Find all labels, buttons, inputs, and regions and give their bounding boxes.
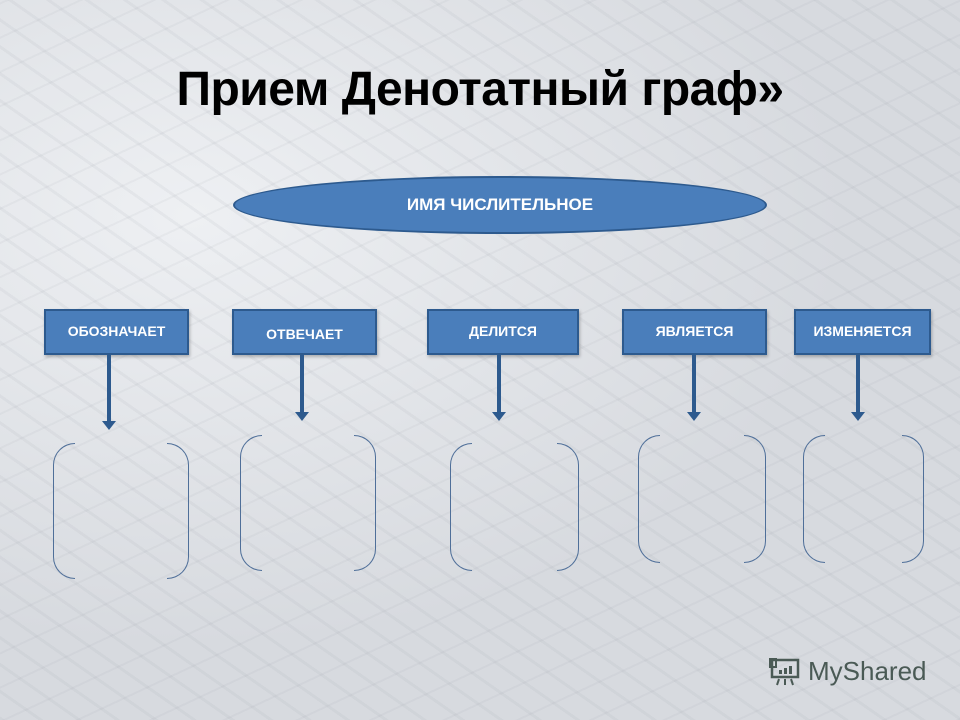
slide-title: Прием Денотатный граф» [176, 63, 784, 116]
arrow-down-icon [851, 355, 865, 421]
arrow-down-icon [295, 355, 309, 421]
watermark-logo: MyShared [768, 656, 927, 687]
root-node-ellipse: ИМЯ ЧИСЛИТЕЛЬНОЕ [233, 176, 767, 234]
arrow-down-icon [102, 355, 116, 430]
arrow-down-icon [687, 355, 701, 421]
arrow-down-icon [492, 355, 506, 421]
watermark-text: MyShared [808, 656, 927, 686]
branch-node-delitsya: ДЕЛИТСЯ [427, 309, 579, 355]
root-node-label: ИМЯ ЧИСЛИТЕЛЬНОЕ [406, 195, 594, 214]
answer-slot-bracket [638, 435, 766, 563]
answer-slot-bracket [803, 435, 924, 563]
branch-label: ДЕЛИТСЯ [469, 323, 537, 339]
answer-slot-bracket [240, 435, 376, 571]
branch-label: ЯВЛЯЕТСЯ [655, 323, 734, 339]
branch-node-izmenyaetsya: ИЗМЕНЯЕТСЯ [794, 309, 931, 355]
presentation-board-icon [769, 657, 800, 685]
branch-node-yavlyaetsya: ЯВЛЯЕТСЯ [622, 309, 767, 355]
answer-slot-bracket [450, 443, 579, 571]
branch-node-oboznachaet: ОБОЗНАЧАЕТ [44, 309, 189, 355]
branch-label: ИЗМЕНЯЕТСЯ [813, 323, 912, 339]
branch-label: ОБОЗНАЧАЕТ [67, 323, 166, 339]
branch-label: ОТВЕЧАЕТ [266, 326, 343, 342]
answer-slot-bracket [53, 443, 189, 579]
branch-node-otvechaet: ОТВЕЧАЕТ [232, 309, 377, 355]
